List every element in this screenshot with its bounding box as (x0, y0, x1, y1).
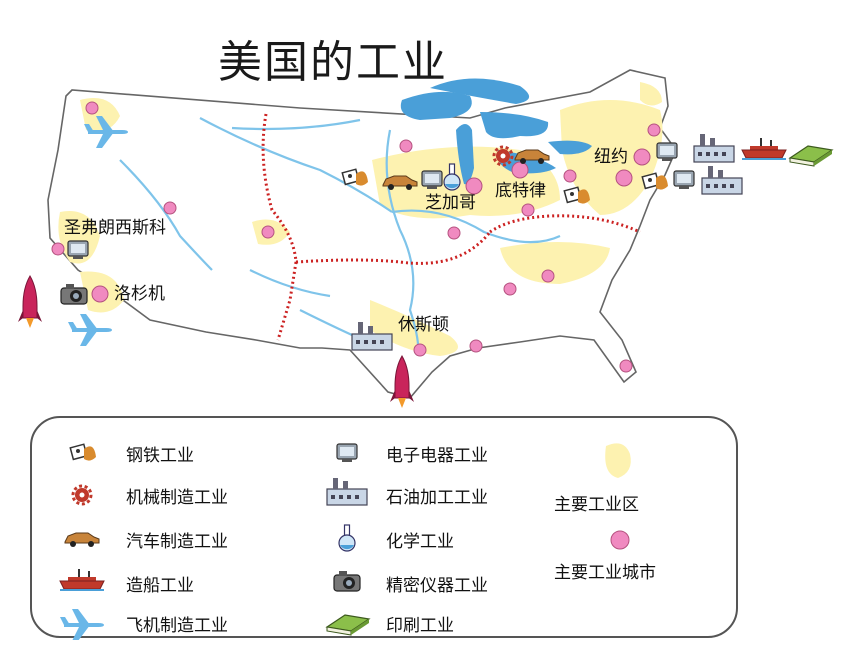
map-legend: 钢铁工业 机械制造工业 汽车制造工业 造船工业 飞机制造工业 电子电器工业 石油… (30, 416, 738, 640)
city-label-houston: 休斯顿 (398, 315, 449, 335)
camera-icon (60, 283, 88, 305)
electronics-icon (67, 240, 89, 260)
legend-item-auto: 汽车制造工业 (52, 522, 228, 556)
legend-label: 石油加工工业 (386, 487, 488, 508)
legend-label: 机械制造工业 (126, 487, 228, 508)
electronics-icon (673, 170, 695, 190)
legend-item-precision: 精密仪器工业 (322, 566, 488, 600)
map-title: 美国的工业 (218, 37, 448, 88)
city-label-new-york: 纽约 (594, 147, 628, 167)
monitor-icon (336, 443, 358, 463)
gear-icon (71, 484, 93, 506)
legend-label-industrial-city: 主要工业城市 (554, 563, 656, 583)
flask-icon (338, 524, 356, 552)
legend-item-steel: 钢铁工业 (52, 436, 194, 470)
book-icon (326, 614, 370, 636)
factory-icon (693, 133, 735, 163)
industrial-zone-swatch (605, 443, 631, 478)
legend-label: 电子电器工业 (386, 445, 488, 466)
industrial-city-dot (610, 530, 630, 550)
ship-icon (741, 137, 787, 161)
legend-label: 化学工业 (386, 531, 454, 552)
legend-item-shipbuilding: 造船工业 (52, 566, 194, 600)
electronics-icon (656, 142, 678, 162)
aircraft-icon (68, 314, 112, 346)
legend-label-industrial-zone: 主要工业区 (554, 495, 639, 515)
rocket-icon (17, 275, 43, 329)
factory-icon (326, 478, 368, 506)
legend-label: 造船工业 (126, 575, 194, 596)
camera-icon (333, 570, 361, 592)
book-icon (789, 145, 833, 167)
region-boundaries (261, 113, 641, 341)
legend-item-aircraft: 飞机制造工业 (52, 606, 228, 640)
legend-item-machinery: 机械制造工业 (52, 478, 228, 512)
steel-icon (69, 443, 97, 462)
ship-icon (59, 568, 105, 592)
legend-item-printing: 印刷工业 (322, 606, 454, 640)
car-icon (64, 532, 100, 548)
city-label-los-angeles: 洛杉机 (114, 284, 165, 304)
legend-label: 精密仪器工业 (386, 575, 488, 596)
legend-label: 钢铁工业 (126, 445, 194, 466)
legend-item-petroleum: 石油加工工业 (322, 478, 488, 512)
legend-label: 印刷工业 (386, 615, 454, 636)
factory-icon (701, 165, 743, 195)
legend-label: 汽车制造工业 (126, 531, 228, 552)
city-label-san-francisco: 圣弗朗西斯科 (64, 218, 166, 238)
aircraft-icon (60, 609, 104, 640)
us-map: 圣弗朗西斯科 洛杉机 芝加哥 底特律 纽约 休斯顿 (17, 69, 833, 409)
city-label-chicago: 芝加哥 (425, 193, 476, 213)
legend-label: 飞机制造工业 (126, 615, 228, 636)
electronics-icon (421, 170, 443, 190)
great-lakes (400, 78, 592, 185)
industrial-cities (51, 101, 661, 373)
legend-item-chemical: 化学工业 (322, 522, 454, 556)
city-label-detroit: 底特律 (495, 181, 546, 201)
legend-item-electronics: 电子电器工业 (322, 436, 488, 470)
